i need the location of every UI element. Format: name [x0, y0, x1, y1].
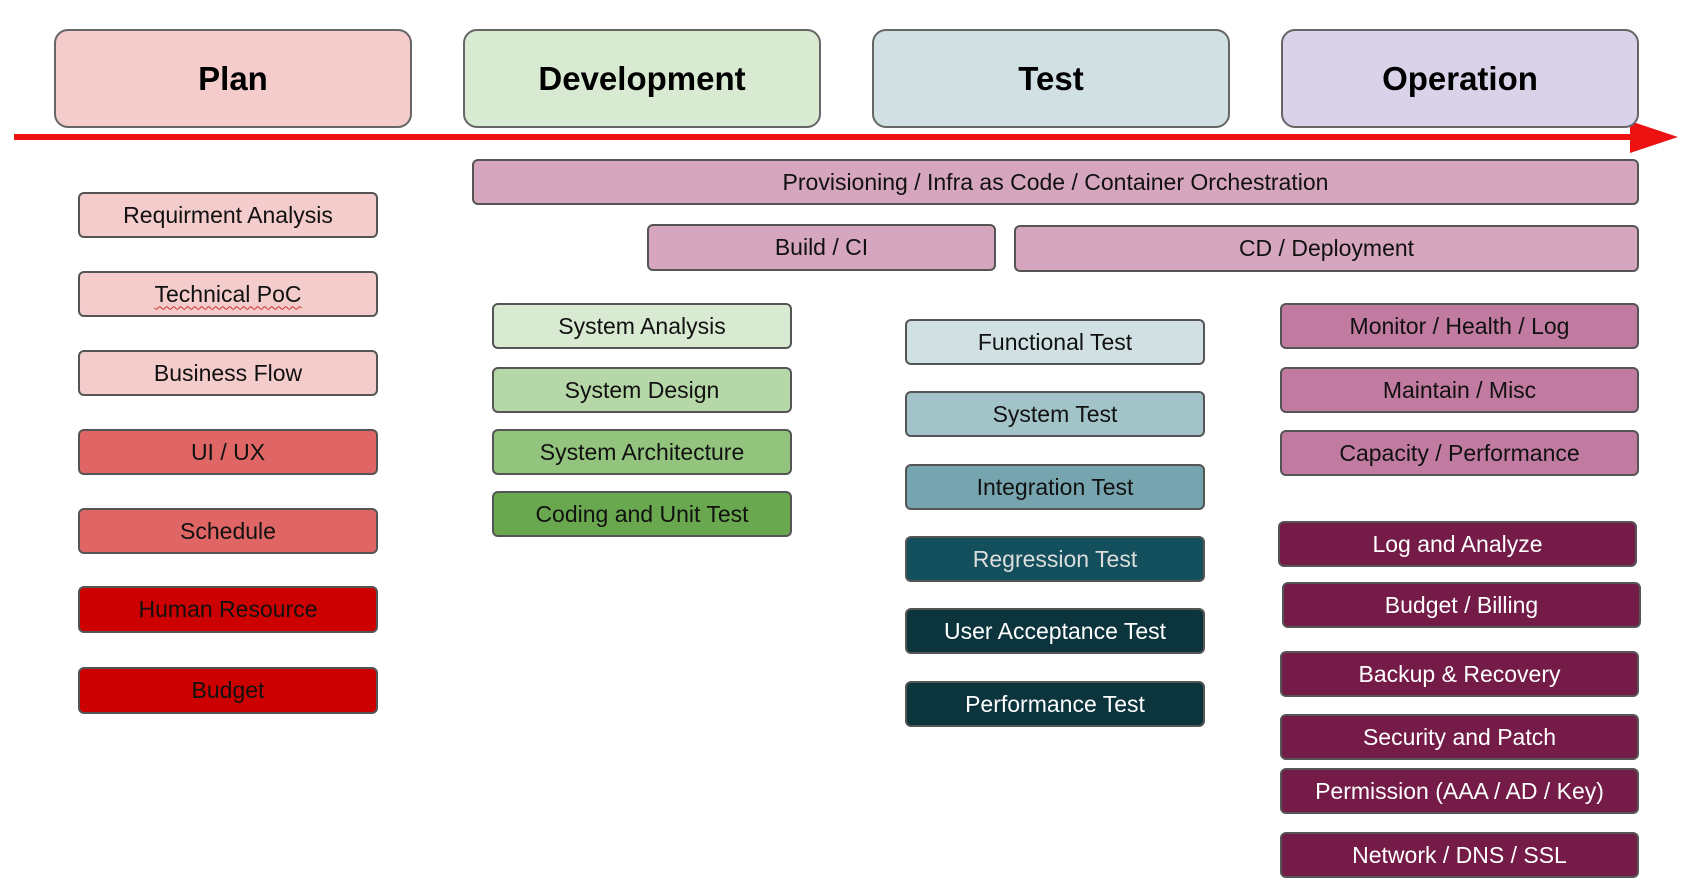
operation-item-label: Network / DNS / SSL [1352, 841, 1567, 868]
phase-operation-header: Operation [1281, 29, 1639, 128]
plan-item-requirement-analysis: Requirment Analysis [78, 192, 378, 238]
test-item-label: Regression Test [972, 545, 1138, 572]
development-item-label: System Analysis [558, 312, 726, 339]
build-ci-label: Build / CI [774, 234, 869, 260]
operation-item-security-patch: Security and Patch [1280, 714, 1639, 760]
test-item-integration: Integration Test [905, 464, 1205, 510]
test-item-label: Integration Test [976, 473, 1134, 500]
operation-item-capacity: Capacity / Performance [1280, 430, 1639, 476]
plan-item-label: Schedule [180, 517, 276, 544]
plan-item-label: UI / UX [190, 438, 266, 465]
phase-development-header: Development [463, 29, 821, 128]
test-item-label: Performance Test [965, 690, 1145, 717]
timeline-arrow-head-icon [1630, 121, 1678, 153]
plan-item-label: Technical PoC [154, 280, 302, 307]
cd-deployment-bar: CD / Deployment [1014, 225, 1639, 272]
operation-item-network: Network / DNS / SSL [1280, 832, 1639, 878]
operation-item-label: Backup & Recovery [1358, 660, 1561, 687]
development-item-system-design: System Design [492, 367, 792, 413]
operation-item-label: Monitor / Health / Log [1349, 312, 1570, 339]
test-item-user-acceptance: User Acceptance Test [905, 608, 1205, 654]
plan-item-label: Requirment Analysis [123, 201, 333, 228]
plan-item-human-resource: Human Resource [78, 586, 378, 633]
test-item-label: System Test [992, 400, 1118, 427]
operation-item-backup-recovery: Backup & Recovery [1280, 651, 1639, 697]
plan-item-budget: Budget [78, 667, 378, 714]
operation-item-label: Maintain / Misc [1382, 376, 1537, 403]
test-item-functional: Functional Test [905, 319, 1205, 365]
timeline-arrow-shaft [14, 134, 1646, 140]
test-item-performance: Performance Test [905, 681, 1205, 727]
development-item-label: Coding and Unit Test [535, 500, 749, 527]
plan-item-label: Human Resource [138, 596, 318, 622]
provisioning-label: Provisioning / Infra as Code / Container… [782, 168, 1329, 195]
cd-deployment-label: CD / Deployment [1238, 235, 1415, 261]
phase-development-label: Development [538, 59, 746, 97]
plan-item-ui-ux: UI / UX [78, 429, 378, 475]
development-item-system-architecture: System Architecture [492, 429, 792, 475]
development-item-system-analysis: System Analysis [492, 303, 792, 349]
test-item-regression: Regression Test [905, 536, 1205, 582]
operation-item-maintain: Maintain / Misc [1280, 367, 1639, 413]
development-item-coding-unit-test: Coding and Unit Test [492, 491, 792, 537]
operation-item-log-analyze: Log and Analyze [1278, 521, 1637, 567]
development-item-label: System Architecture [539, 438, 745, 465]
development-item-label: System Design [564, 376, 720, 403]
phase-test-header: Test [872, 29, 1230, 128]
operation-item-label: Permission (AAA / AD / Key) [1315, 777, 1604, 804]
operation-item-label: Security and Patch [1362, 723, 1557, 750]
phase-plan-label: Plan [198, 59, 268, 97]
operation-item-label: Capacity / Performance [1339, 439, 1580, 466]
build-ci-bar: Build / CI [647, 224, 996, 271]
test-item-system: System Test [905, 391, 1205, 437]
operation-item-permission: Permission (AAA / AD / Key) [1280, 768, 1639, 814]
plan-item-technical-poc: Technical PoC [78, 271, 378, 317]
provisioning-bar: Provisioning / Infra as Code / Container… [472, 159, 1639, 205]
plan-item-label: Budget [191, 677, 265, 703]
test-item-label: User Acceptance Test [943, 617, 1167, 644]
operation-item-monitor: Monitor / Health / Log [1280, 303, 1639, 349]
operation-item-label: Budget / Billing [1384, 591, 1539, 618]
operation-item-budget-billing: Budget / Billing [1282, 582, 1641, 628]
phase-plan-header: Plan [54, 29, 412, 128]
plan-item-label: Business Flow [153, 359, 303, 386]
phase-operation-label: Operation [1382, 59, 1538, 97]
plan-item-schedule: Schedule [78, 508, 378, 554]
phase-test-label: Test [1018, 59, 1084, 97]
plan-item-business-flow: Business Flow [78, 350, 378, 396]
operation-item-label: Log and Analyze [1372, 530, 1543, 557]
test-item-label: Functional Test [977, 328, 1133, 355]
